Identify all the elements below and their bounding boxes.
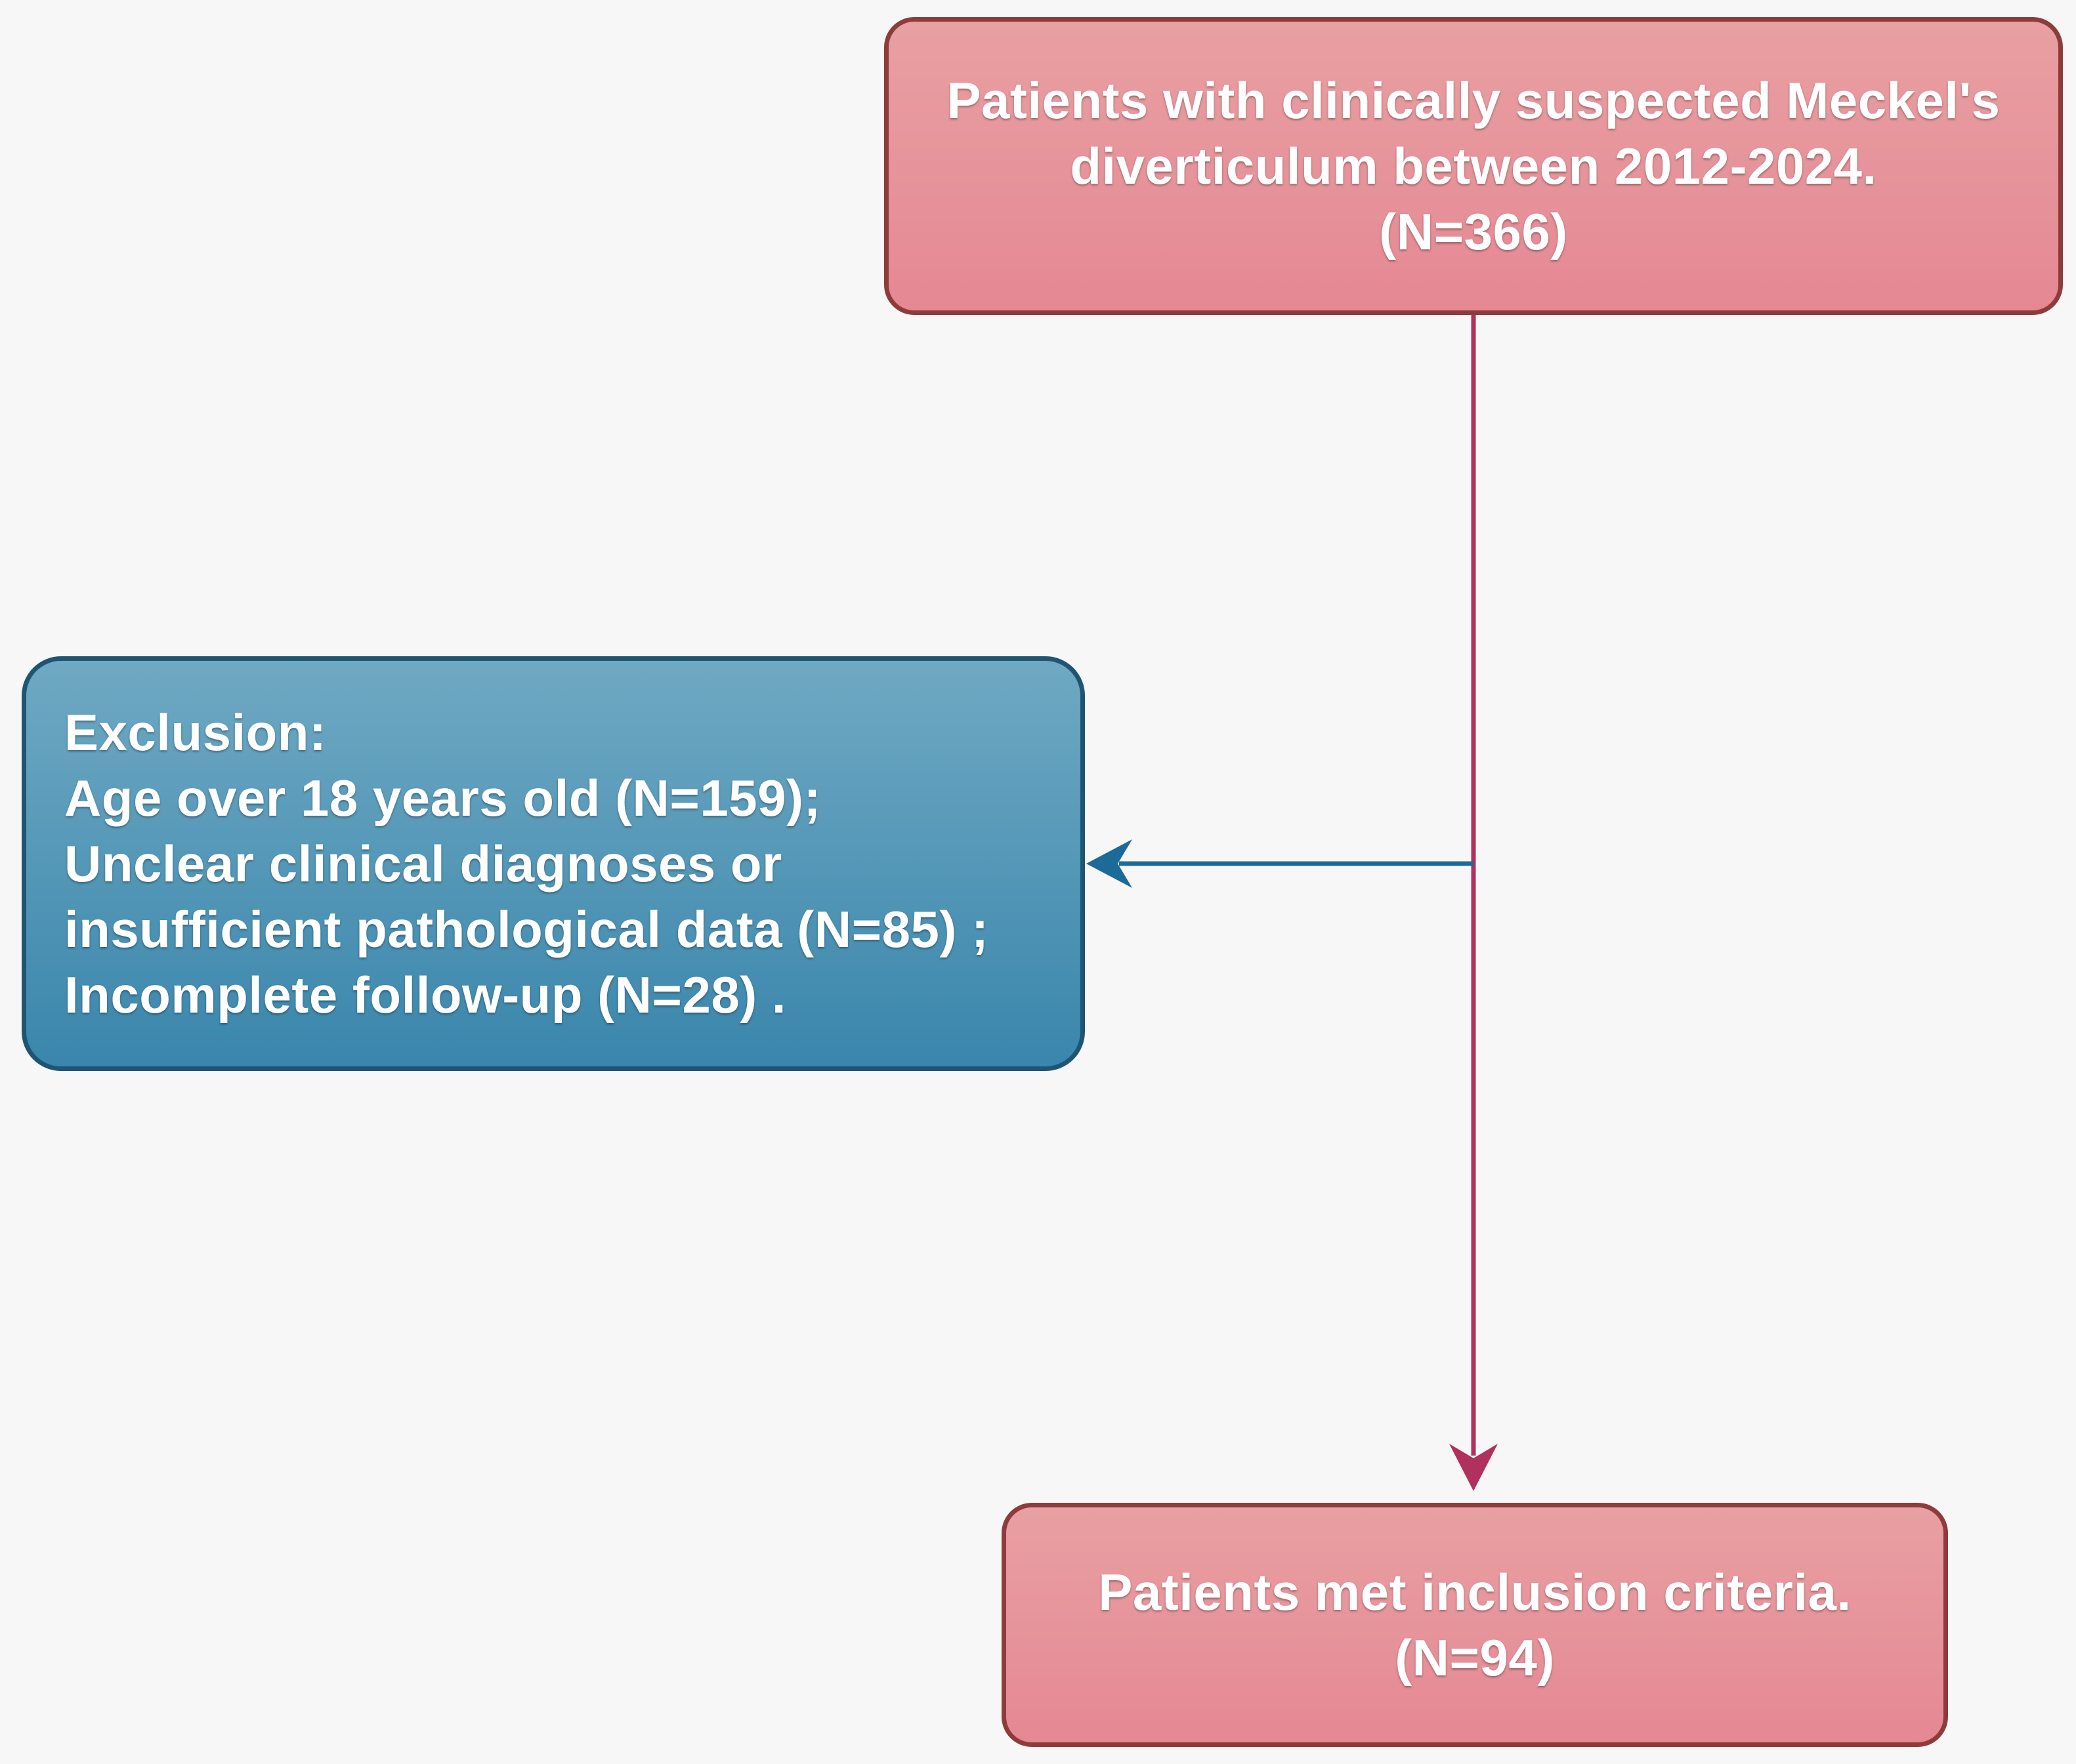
inclusion-text-line-1: Patients met inclusion criteria. [1098,1563,1852,1621]
enrollment-text-line-2: diverticulum between 2012-2024. [1070,137,1877,195]
exclusion-criterion-diagnosis-line-2: insufficient pathological data (N=85) ; [64,900,989,958]
inclusion-result-box: Patients met inclusion criteria. (N=94) [1002,1503,1948,1747]
exclusion-criterion-diagnosis-line-1: Unclear clinical diagnoses or [64,835,782,892]
enrollment-text-line-1: Patients with clinically suspected Mecke… [946,72,2001,129]
main-flow-arrowhead [1449,1444,1498,1491]
inclusion-text-line-2: (N=94) [1395,1629,1555,1687]
exclusion-criterion-follow-up: Incomplete follow-up (N=28) . [64,966,787,1024]
enrollment-box: Patients with clinically suspected Mecke… [884,17,2063,315]
exclusion-title: Exclusion: [64,704,327,761]
enrollment-text-line-3: (N=366) [1379,203,1568,261]
exclusion-flow-arrowhead [1086,839,1132,888]
exclusion-criterion-age: Age over 18 years old (N=159); [64,769,822,827]
exclusion-box: Exclusion: Age over 18 years old (N=159)… [22,656,1085,1071]
